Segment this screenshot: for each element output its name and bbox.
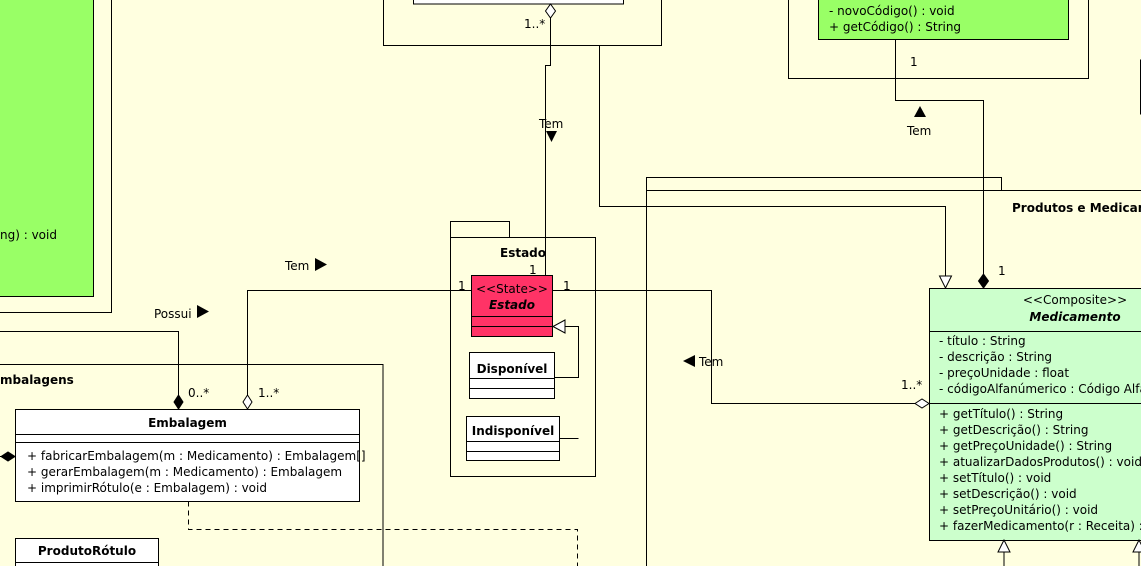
medicamento-attr-1: - descrição : String: [939, 350, 1053, 364]
direction-arrow-left-tem: [683, 355, 695, 367]
generalization-top-to-medicamento: [599, 45, 946, 288]
package-estado-name: Estado: [500, 246, 547, 260]
medicamento-method-2: + getPreçoUnidade() : String: [939, 439, 1113, 453]
association-tem-top: [545, 18, 551, 276]
class-medicamento-name: Medicamento: [1029, 310, 1121, 324]
medicamento-attributes: - título : String - descrição : String -…: [939, 333, 1141, 397]
class-medicamento-stereotype: <<Composite>>: [1022, 293, 1128, 307]
package-produtos-name: Produtos e Medicame: [1012, 201, 1141, 215]
label-tem-mid: Tem: [699, 355, 724, 369]
class-leftgreen-box: [0, 0, 94, 297]
generalization-disponivel: [554, 326, 579, 378]
package-embalagens-name: mbalagens: [0, 373, 74, 387]
class-produtorotulo-name: ProdutoRótulo: [37, 544, 137, 558]
medicamento-method-6: + setPreçoUnitário() : void: [939, 503, 1099, 517]
mult-medicamento-left: 1..*: [901, 378, 923, 392]
medicamento-method-0: + getTítulo() : String: [939, 407, 1064, 421]
mult-medicamento-top: 1: [998, 264, 1006, 278]
class-top-fragment: [413, 0, 624, 5]
package-produtos-tab: [646, 177, 1002, 191]
association-tem-righttop: [895, 40, 984, 274]
class-topgreen-box: [818, 0, 1069, 40]
mult-tem-top: 1..*: [524, 17, 546, 31]
class-embalagem-box: [15, 409, 360, 502]
topgreen-method-1: + getCódigo() : String: [829, 20, 962, 34]
class-estado-name: Estado: [488, 298, 535, 312]
medicamento-method-1: + getDescrição() : String: [939, 423, 1089, 437]
direction-arrow-up: [914, 106, 926, 117]
embalagem-method-2: + imprimirRótulo(e : Embalagem) : void: [27, 481, 267, 495]
label-tem-top: Tem: [539, 117, 564, 131]
association-estado-medicamento: [552, 290, 915, 404]
class-produtorotulo-box: [15, 538, 159, 566]
topgreen-method-0: - novoCódigo() : void: [829, 4, 955, 18]
medicamento-attr-0: - título : String: [939, 334, 1026, 348]
class-indisponivel-name: Indisponível: [471, 424, 555, 438]
association-estado-embalagem: [247, 290, 472, 395]
label-possui: Possui: [154, 307, 192, 321]
association-possui: [0, 331, 179, 395]
package-estado-tab: [450, 221, 510, 238]
direction-arrow-right-possui: [197, 305, 209, 318]
class-embalagem-name: Embalagem: [148, 416, 227, 430]
package-topright-fragment: [788, 0, 1089, 79]
embalagem-method-1: + gerarEmbalagem(m : Medicamento) : Emba…: [27, 465, 343, 479]
mult-tem-righttop: 1: [910, 55, 918, 69]
medicamento-attr-3: - códigoAlfanúmerico : Código Alfan: [939, 382, 1141, 396]
medicamento-methods: + getTítulo() : String + getDescrição() …: [939, 406, 1141, 534]
class-disponivel-box: [469, 352, 555, 399]
direction-arrow-right-tem: [315, 258, 327, 271]
medicamento-method-3: + atualizarDadosProdutos() : void: [939, 455, 1141, 469]
label-tem-left: Tem: [285, 259, 310, 273]
package-top-fragment: [383, 0, 662, 46]
package-left-fragment: [0, 0, 112, 313]
medicamento-attr-2: - preçoUnidade : float: [939, 366, 1070, 380]
medicamento-method-4: + setTítulo() : void: [939, 471, 1052, 485]
mult-embalagem-estado: 1..*: [258, 386, 280, 400]
mult-estado-top: 1: [529, 263, 537, 277]
mult-possui-end: 0..*: [188, 386, 210, 400]
direction-arrow-down: [546, 131, 557, 142]
medicamento-method-7: + fazerMedicamento(r : Receita) : M: [939, 519, 1141, 533]
dependency-embalagem-dashed: [188, 501, 578, 566]
class-disponivel-name: Disponível: [476, 362, 548, 376]
label-tem-righttop: Tem: [907, 124, 932, 138]
mult-estado-right: 1: [563, 279, 571, 293]
leftgreen-method-fragment: ng) : void: [0, 228, 57, 242]
class-medicamento-box: [929, 288, 1141, 541]
medicamento-method-5: + setDescrição() : void: [939, 487, 1077, 501]
class-estado-stereotype: <<State>>: [476, 282, 548, 296]
composition-diamond-embalagem-left: [0, 451, 16, 462]
embalagem-method-0: + fabricarEmbalagem(m : Medicamento) : E…: [27, 449, 366, 463]
mult-estado-left: 1: [458, 279, 466, 293]
